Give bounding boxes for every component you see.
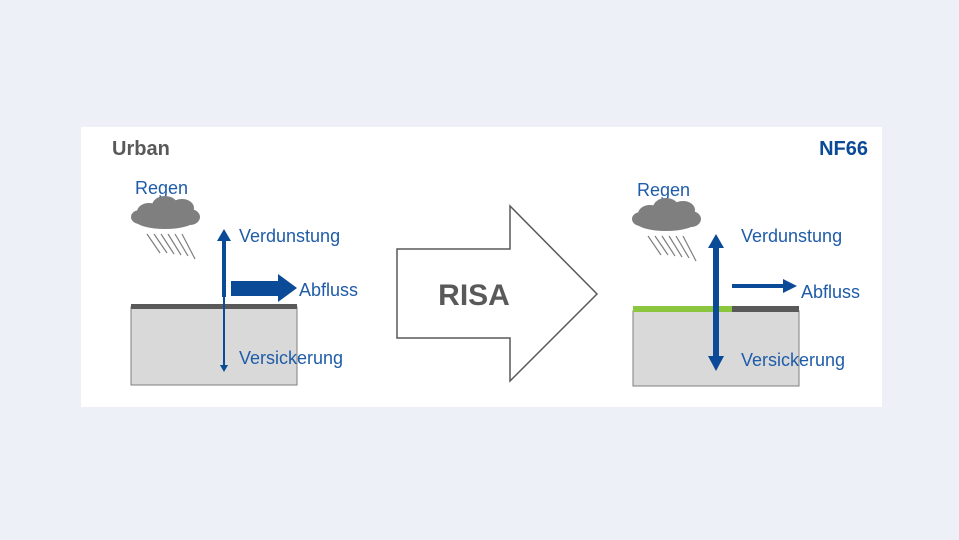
rain-lines-icon <box>647 235 697 262</box>
nf66-green-surface <box>633 306 732 312</box>
rain-lines-icon <box>146 233 196 260</box>
nf66-scenario: NF66 Regen Verdunstung <box>632 138 868 387</box>
nf66-evaporation-arrow-icon <box>708 234 724 300</box>
urban-regen-label: Regen <box>135 178 188 198</box>
nf66-versickerung-label: Versickerung <box>741 350 845 370</box>
nf66-abfluss-label: Abfluss <box>801 282 860 302</box>
urban-scenario: Urban Regen Verdunstung <box>112 138 358 386</box>
nf66-sealed-surface <box>732 306 799 312</box>
urban-abfluss-label: Abfluss <box>299 280 358 300</box>
urban-title: Urban <box>112 138 170 160</box>
urban-ground-block <box>130 306 298 386</box>
nf66-runoff-arrow-icon <box>732 279 797 293</box>
risa-transition-arrow: RISA <box>396 204 599 383</box>
urban-sealed-surface <box>131 304 297 309</box>
nf66-verdunstung-label: Verdunstung <box>741 226 842 246</box>
urban-versickerung-label: Versickerung <box>239 348 343 368</box>
risa-label: RISA <box>438 279 510 312</box>
urban-runoff-arrow-icon <box>231 274 297 302</box>
rain-cloud-icon <box>131 196 200 229</box>
nf66-regen-label: Regen <box>637 180 690 200</box>
nf66-infiltration-arrow-icon <box>708 300 724 371</box>
urban-verdunstung-label: Verdunstung <box>239 226 340 246</box>
urban-infiltration-arrow-icon <box>220 297 228 372</box>
rain-cloud-icon <box>632 198 701 231</box>
urban-evaporation-arrow-icon <box>217 229 231 297</box>
nf66-title: NF66 <box>819 138 868 160</box>
